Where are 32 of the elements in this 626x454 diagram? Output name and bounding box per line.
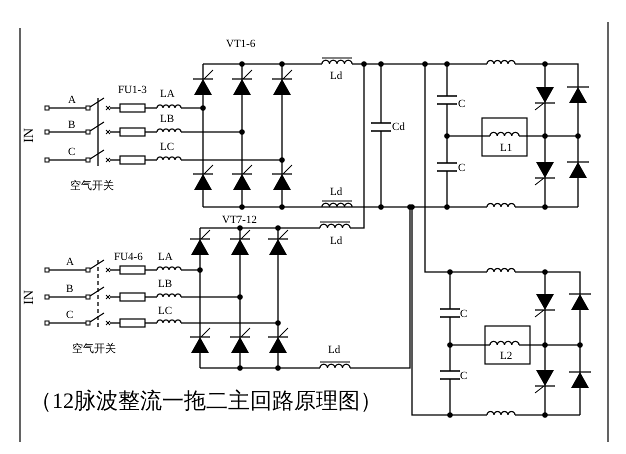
component-label: LA	[160, 88, 175, 100]
component-label: Ld	[330, 235, 342, 247]
component-label: A	[68, 94, 76, 106]
component-label: Cd	[392, 121, 405, 133]
component-label: LB	[158, 278, 172, 290]
component-label: Ld	[330, 70, 342, 82]
component-label: B	[66, 283, 74, 295]
component-label: VT1-6	[226, 38, 256, 50]
component-label: L1	[500, 142, 512, 154]
component-label: 空气开关	[72, 343, 116, 355]
component-label: LC	[158, 305, 172, 317]
component-label: C	[460, 308, 468, 320]
component-label: Ld	[328, 344, 340, 356]
component-label: VT7-12	[222, 214, 257, 226]
component-label: 空气开关	[70, 180, 114, 192]
component-label: C	[458, 162, 466, 174]
component-label: IN	[24, 128, 36, 143]
component-label: Ld	[330, 186, 342, 198]
component-label: C	[460, 370, 468, 382]
component-label: LB	[160, 113, 174, 125]
component-label: C	[458, 98, 466, 110]
component-label: A	[66, 256, 74, 268]
component-label: IN	[24, 290, 36, 305]
component-label: FU4-6	[114, 251, 143, 263]
component-label: B	[68, 119, 76, 131]
component-label: FU1-3	[118, 84, 147, 96]
component-label: C	[66, 309, 74, 321]
caption: （12脉波整流一拖二主回路原理图）	[30, 388, 382, 414]
component-label: LC	[160, 141, 174, 153]
component-label: L2	[500, 350, 512, 362]
component-label: LA	[158, 251, 173, 263]
component-label: C	[68, 146, 76, 158]
